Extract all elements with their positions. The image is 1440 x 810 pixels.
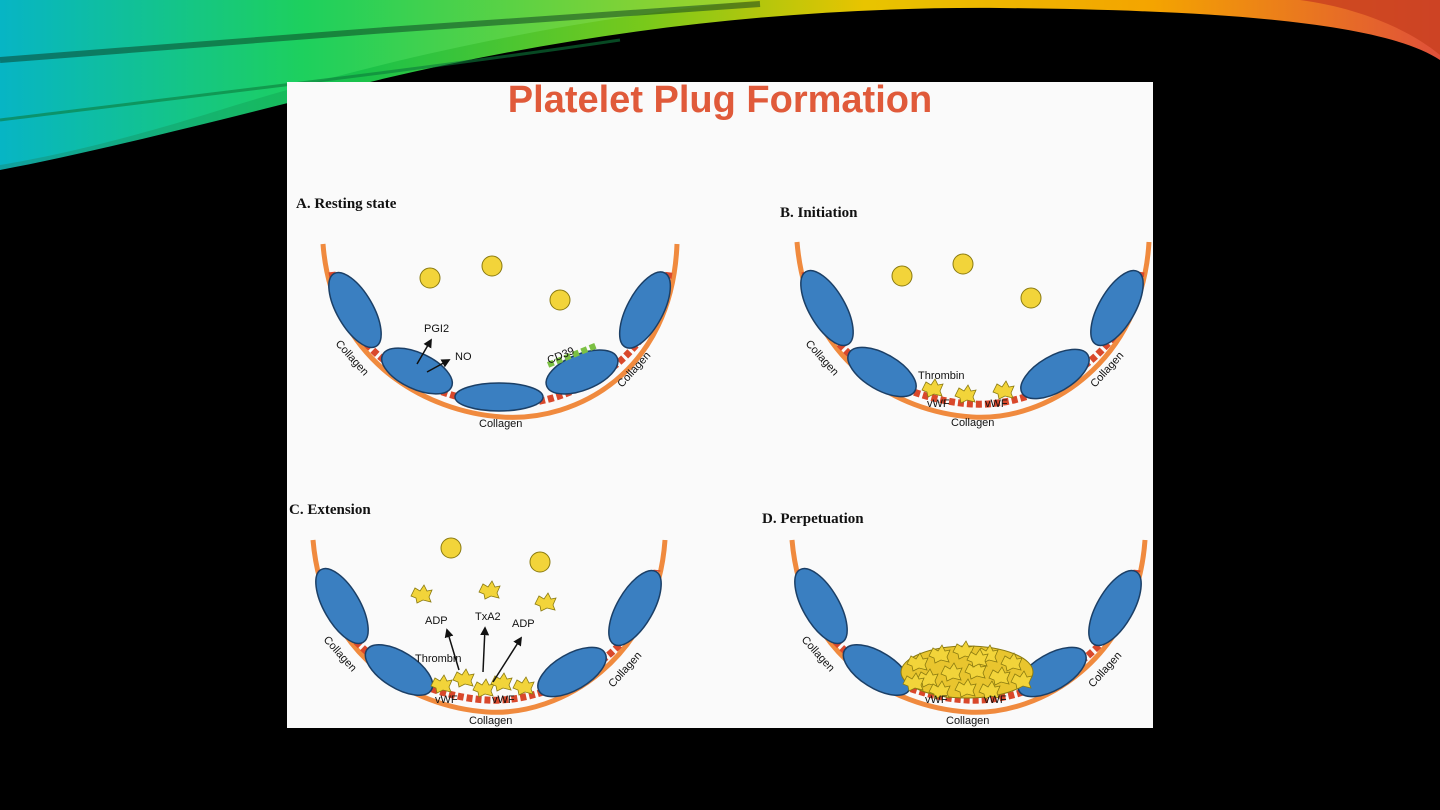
platelet-activated: [992, 380, 1015, 400]
platelet-resting: [419, 267, 441, 289]
slide-title: Platelet Plug Formation: [508, 82, 932, 121]
panel-d-perpetuation: D. Perpetuation vWF vWF Collagen Collage…: [762, 511, 1148, 727]
endothelial-cell: [380, 347, 454, 395]
platelet-resting: [952, 253, 974, 275]
arrow: [492, 636, 522, 683]
annotation-no: NO: [455, 351, 472, 363]
annotation-vwf: vWF: [985, 398, 1008, 410]
annotation-vwf: vWF: [492, 694, 515, 706]
cd39-cluster: [546, 343, 597, 368]
endothelial-cell: [1017, 646, 1087, 698]
platelet-plug: [900, 640, 1034, 700]
endothelial-cell: [364, 643, 434, 697]
annotation-vwf: vWF: [435, 694, 458, 706]
platelet-activated: [490, 672, 513, 692]
endothelial-cell: [1020, 348, 1090, 400]
panel-a-label: A. Resting state: [296, 196, 397, 212]
collagen-label: Collagen: [469, 715, 512, 727]
platelet-activated: [478, 580, 501, 600]
annotation-thrombin: Thrombin: [918, 370, 964, 382]
endothelial-cell: [847, 346, 917, 398]
collagen-label: Collagen: [479, 418, 522, 430]
arrow: [444, 628, 460, 671]
panel-d-label: D. Perpetuation: [762, 511, 864, 527]
endothelial-cell: [537, 646, 607, 698]
platelet-resting: [529, 551, 551, 573]
panel-c-label: C. Extension: [289, 502, 371, 518]
decorative-header-swoosh: [0, 0, 1440, 170]
arrow: [416, 338, 432, 365]
panel-b-initiation: B. Initiation Thrombin vWF vWF Collagen …: [780, 205, 1152, 429]
annotation-vwf: vWF: [925, 694, 948, 706]
endothelial-cell: [794, 567, 848, 645]
endothelial-cell: [608, 569, 662, 647]
platelet-activated: [472, 678, 495, 698]
platelet-activated: [512, 676, 535, 696]
platelet-resting: [891, 265, 913, 287]
platelet-activated: [410, 584, 433, 604]
endothelial-cell: [618, 271, 672, 349]
annotation-adp: ADP: [512, 618, 535, 630]
arrow: [426, 359, 451, 373]
endothelial-cell: [1088, 569, 1142, 647]
annotation-txa2: TxA2: [475, 611, 501, 623]
panel-c-extension: C. Extension ADP TxA2 ADP Thrombin vWF v…: [289, 502, 668, 727]
arrow: [480, 626, 490, 673]
annotation-vwf: vWF: [984, 694, 1007, 706]
platelet-activated: [954, 384, 977, 404]
platelet-activated: [452, 668, 475, 688]
annotation-pgi2: PGI2: [424, 323, 449, 335]
platelet-resting: [481, 255, 503, 277]
platelet-resting: [549, 289, 571, 311]
collagen-label: Collagen: [951, 417, 994, 429]
platelet-activated: [534, 592, 557, 612]
endothelial-cell: [328, 271, 382, 349]
platelet-resting: [440, 537, 462, 559]
annotation-thrombin: Thrombin: [415, 653, 461, 665]
collagen-label: Collagen: [946, 715, 989, 727]
panel-b-label: B. Initiation: [780, 205, 858, 221]
annotation-vwf: vWF: [927, 398, 950, 410]
endothelial-cell: [315, 567, 369, 645]
annotation-adp: ADP: [425, 615, 448, 627]
endothelial-cell: [454, 382, 544, 412]
diagram-image: Platelet Plug Formation A. Resting state…: [287, 82, 1153, 728]
endothelial-cell: [1090, 269, 1144, 347]
platelet-resting: [1020, 287, 1042, 309]
endothelial-cell: [800, 269, 854, 347]
panel-a-resting-state: A. Resting state PGI2 NO CD39 Collagen C…: [296, 196, 680, 430]
